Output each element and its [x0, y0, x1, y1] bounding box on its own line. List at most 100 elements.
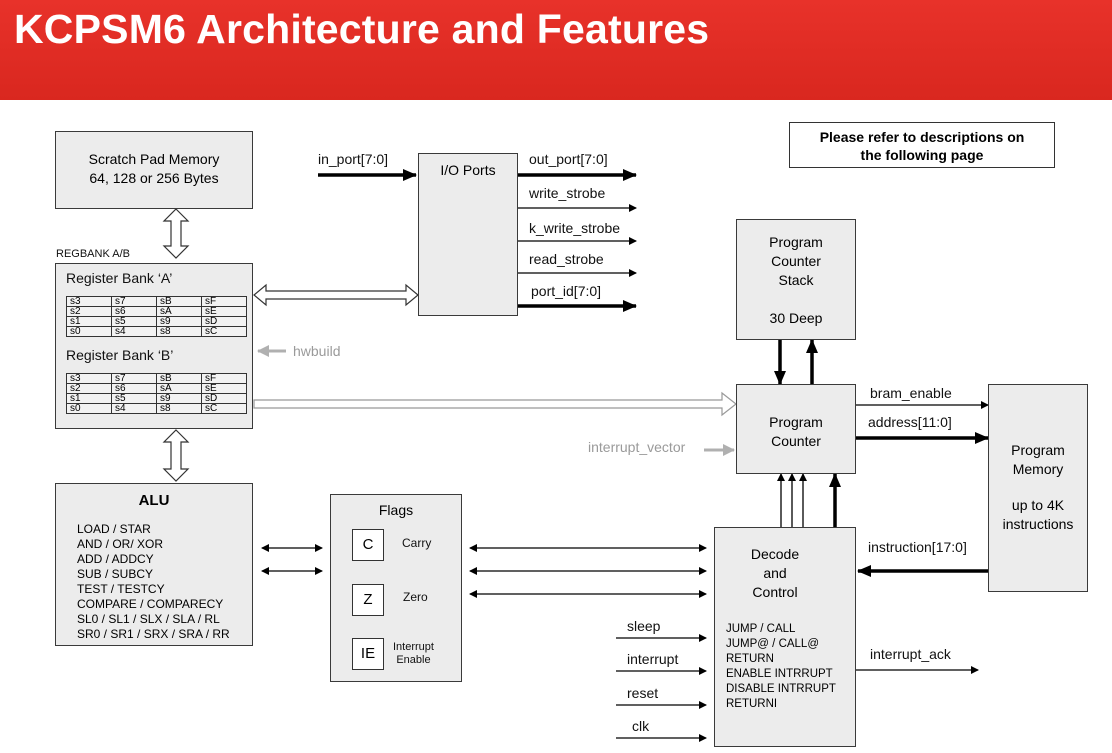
register-cell: sA	[156, 306, 202, 317]
decode-line-1: Decode	[750, 546, 800, 562]
register-cell: sE	[201, 383, 247, 394]
hwbuild-label: hwbuild	[293, 343, 341, 359]
decode-instr: DISABLE INTRRUPT	[726, 683, 836, 695]
decode-instr: JUMP@ / CALL@	[726, 638, 820, 650]
page-title: KCPSM6 Architecture and Features	[14, 6, 710, 52]
port-id-label: port_id[7:0]	[531, 283, 602, 299]
scratch-line-1: Scratch Pad Memory	[88, 151, 220, 167]
pmem-line-3: up to 4K	[1011, 497, 1065, 513]
pc-stack-line-1: Program	[769, 234, 823, 250]
register-cell: s4	[111, 326, 157, 337]
address-label: address[11:0]	[868, 414, 952, 430]
decode-instr: JUMP / CALL	[726, 623, 796, 635]
write-strobe-label: write_strobe	[529, 185, 606, 201]
ie-label-line-2: Enable	[396, 654, 431, 666]
register-cell: s7	[111, 296, 157, 307]
alu-op: COMPARE / COMPARECY	[77, 597, 224, 611]
register-cell: sE	[201, 306, 247, 317]
ie-flag-box: IE	[352, 638, 384, 670]
pc-stack-line-2: Counter	[771, 253, 821, 269]
register-cell: s5	[111, 393, 157, 404]
register-cell: sD	[201, 316, 247, 327]
note-box: Please refer to descriptions on the foll…	[789, 122, 1055, 168]
io-ports-block: I/O Ports	[418, 153, 518, 316]
carry-flag-label: Carry	[402, 536, 432, 550]
register-cell: sD	[201, 393, 247, 404]
register-cell: s8	[156, 403, 202, 414]
pc-line-2: Counter	[771, 433, 821, 449]
io-ports-title: I/O Ports	[440, 162, 496, 178]
pc-stack-depth: 30 Deep	[769, 310, 823, 326]
instruction-label: instruction[17:0]	[868, 539, 967, 555]
register-cell: s0	[66, 326, 112, 337]
in-port-label: in_port[7:0]	[318, 151, 389, 167]
reg-alu-arrow	[162, 429, 190, 482]
register-cell: sF	[201, 296, 247, 307]
pmem-line-4: instructions	[1002, 516, 1074, 532]
scratch-reg-arrow	[162, 208, 190, 259]
register-bank-a-title: Register Bank ‘A’	[66, 270, 173, 286]
read-strobe-label: read_strobe	[529, 251, 604, 267]
out-port-label: out_port[7:0]	[529, 151, 608, 167]
decode-instr: ENABLE INTRRUPT	[726, 668, 833, 680]
decode-line-2: and	[763, 565, 787, 581]
register-cell: s7	[111, 373, 157, 384]
alu-op: SL0 / SL1 / SLX / SLA / RL	[77, 612, 220, 626]
reset-label: reset	[627, 685, 659, 701]
zero-flag-box: Z	[352, 584, 384, 616]
carry-flag-box: C	[352, 529, 384, 561]
pc-line-1: Program	[769, 414, 823, 430]
alu-op: SR0 / SR1 / SRX / SRA / RR	[77, 627, 230, 641]
register-cell: sF	[201, 373, 247, 384]
regbank-label: REGBANK A/B	[56, 248, 130, 260]
register-cell: s9	[156, 393, 202, 404]
note-line-1: Please refer to descriptions on	[819, 129, 1025, 145]
zero-flag-label: Zero	[403, 590, 428, 604]
alu-op: AND / OR/ XOR	[77, 537, 164, 551]
register-cell: s9	[156, 316, 202, 327]
register-cell: s1	[66, 393, 112, 404]
k-write-strobe-label: k_write_strobe	[529, 220, 621, 236]
register-cell: s8	[156, 326, 202, 337]
register-cell: sB	[156, 373, 202, 384]
alu-title: ALU	[138, 492, 170, 509]
pc-stack-line-3: Stack	[778, 272, 814, 288]
register-cell: s0	[66, 403, 112, 414]
register-cell: s1	[66, 316, 112, 327]
program-counter-block: Program Counter	[736, 384, 856, 474]
alu-op: SUB / SUBCY	[77, 567, 154, 581]
register-cell: s6	[111, 306, 157, 317]
decode-title: Decode and Control	[715, 545, 855, 602]
alu-op: TEST / TESTCY	[77, 582, 165, 596]
program-memory-block: Program Memory up to 4K instructions	[988, 384, 1088, 592]
scratch-pad-memory-block: Scratch Pad Memory 64, 128 or 256 Bytes	[55, 131, 253, 209]
register-cell: sA	[156, 383, 202, 394]
reg-io-arrow	[253, 283, 419, 307]
decode-instr: RETURNI	[726, 698, 778, 710]
register-cell: s3	[66, 296, 112, 307]
register-cell: sC	[201, 326, 247, 337]
register-cell: s6	[111, 383, 157, 394]
pmem-line-2: Memory	[1012, 461, 1064, 477]
register-cell: s2	[66, 306, 112, 317]
pmem-line-1: Program	[1011, 442, 1065, 458]
decode-instr: RETURN	[726, 653, 774, 665]
interrupt-ack-label: interrupt_ack	[870, 646, 951, 662]
decode-instr-list: JUMP / CALL JUMP@ / CALL@ RETURN ENABLE INT…	[726, 622, 836, 712]
clk-label: clk	[632, 718, 650, 734]
interrupt-label: interrupt	[627, 651, 679, 667]
register-cell: sB	[156, 296, 202, 307]
flags-title: Flags	[378, 502, 414, 518]
sleep-label: sleep	[627, 618, 661, 634]
